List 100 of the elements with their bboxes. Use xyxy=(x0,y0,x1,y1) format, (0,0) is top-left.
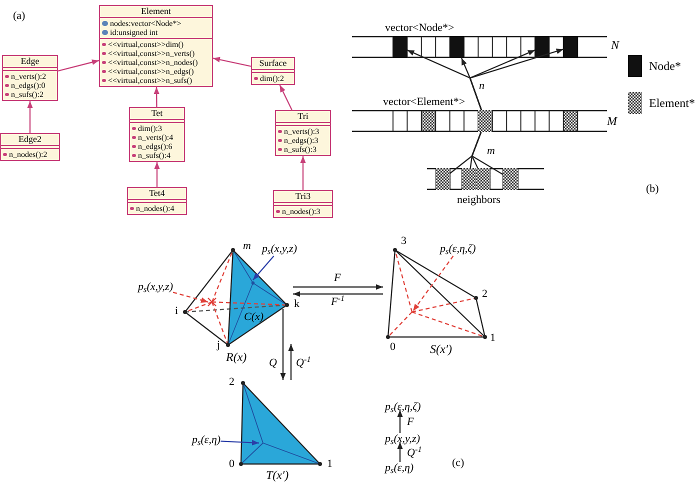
class-name: Tri3 xyxy=(274,191,332,203)
class-name: Surface xyxy=(252,58,294,70)
arrow xyxy=(293,284,383,290)
method-text: n_verts():2 xyxy=(11,72,46,81)
class-name: Edge2 xyxy=(1,134,59,146)
beside-label: M xyxy=(607,114,617,128)
point-label: p$_{s}$(x,y,z) xyxy=(138,281,173,294)
class-box xyxy=(273,190,333,218)
arrow xyxy=(252,256,274,280)
arrow xyxy=(154,87,160,107)
method-text: n_verts():4 xyxy=(138,133,174,142)
method-text: <<virtual,const>>dim() xyxy=(108,40,184,49)
point-label: p$_{s}$(x,y,z) xyxy=(262,243,297,256)
point-label: p$_{s}$(x,y,z) xyxy=(385,433,420,446)
beside-label: S(x′) xyxy=(430,342,452,356)
arrow xyxy=(154,162,160,187)
pointer-cell xyxy=(563,36,578,58)
point-label: p$_{s}$(ε,η,ζ) xyxy=(385,401,421,414)
method-text: dim():2 xyxy=(260,74,284,83)
drawing-label: m xyxy=(243,240,251,253)
drawing-label: 3 xyxy=(401,235,406,248)
arrow xyxy=(293,291,383,297)
arrow xyxy=(280,309,286,380)
class-name: Element xyxy=(100,6,212,18)
arrow xyxy=(172,292,208,303)
method-text: n_edgs():3 xyxy=(284,136,318,145)
edge-label: Q$^{-1}$ xyxy=(406,447,423,460)
point-label: p$_{s}$(ε,η) xyxy=(192,434,221,447)
class-box xyxy=(99,5,213,87)
arrow xyxy=(279,84,292,110)
arrow xyxy=(469,48,564,110)
beside-label: R(x) xyxy=(226,350,247,364)
method-text: n_sufs():3 xyxy=(284,145,316,154)
arrow xyxy=(397,410,403,433)
method-text: dim():3 xyxy=(138,124,162,133)
drawing-label: 0 xyxy=(229,458,234,471)
class-box xyxy=(2,55,58,101)
class-name: Tet xyxy=(130,108,184,120)
drawing-label: (b) xyxy=(646,183,659,196)
pointer-cell xyxy=(535,36,550,58)
arrow xyxy=(412,256,454,312)
point-label: p$_{s}$(ε,η,ζ) xyxy=(440,243,476,256)
arrow xyxy=(288,344,294,380)
arrow xyxy=(58,60,100,72)
drawing-label: 1 xyxy=(490,332,496,345)
method-text: n_nodes():4 xyxy=(136,204,174,213)
arrow xyxy=(397,442,403,462)
class-box xyxy=(129,107,185,162)
class-name: Tri xyxy=(276,111,330,123)
method-text: n_sufs():2 xyxy=(11,90,44,99)
attribute-text: nodes:vector<Node*> xyxy=(110,19,182,28)
pointer-cell xyxy=(503,168,518,190)
legend-label: Node* xyxy=(649,59,681,73)
tetrahedron-drawing xyxy=(238,380,325,467)
class-box xyxy=(251,57,295,85)
edge-label: Q xyxy=(268,357,278,370)
drawing-label: j xyxy=(217,339,220,352)
beside-label: T(x′) xyxy=(266,468,289,482)
method-text: <<virtual,const>>n_verts() xyxy=(108,49,195,58)
connector-line xyxy=(471,132,504,176)
drawing-label: 2 xyxy=(229,376,234,389)
method-text: n_verts():3 xyxy=(284,127,320,136)
point-label: p$_{s}$(ε,η) xyxy=(385,462,414,475)
legend-label: Element* xyxy=(649,96,695,110)
pointer-cell xyxy=(478,110,492,132)
method-text: <<virtual,const>>n_nodes() xyxy=(108,58,198,67)
pointer-cell xyxy=(436,168,450,190)
arrow xyxy=(300,156,306,190)
attribute-text: id:unsigned int xyxy=(110,28,158,37)
drawing-label: (a) xyxy=(13,10,26,23)
method-text: n_edgs():6 xyxy=(138,142,172,151)
class-name: Edge xyxy=(3,56,57,68)
arrow xyxy=(220,440,260,446)
drawing-label: 2 xyxy=(482,288,488,301)
pointer-cell xyxy=(393,36,408,58)
class-box xyxy=(127,187,187,215)
drawing-label: i xyxy=(175,305,178,318)
method-text: n_edgs():0 xyxy=(11,81,46,90)
arrow xyxy=(27,101,33,133)
drawing-label: 1 xyxy=(327,458,332,471)
pointer-cell xyxy=(450,36,464,58)
array-name: vector<Node*> xyxy=(385,22,454,35)
pointer-cell xyxy=(462,168,476,190)
pointer-cell xyxy=(476,168,490,190)
drawing-label: (c) xyxy=(452,457,464,470)
method-text: n_nodes():3 xyxy=(282,207,320,216)
class-box xyxy=(0,133,60,161)
array-name: neighbors xyxy=(457,194,500,207)
method-text: n_sufs():4 xyxy=(138,151,170,160)
edge-label: Q$^{-1}$ xyxy=(295,357,312,370)
method-text: n_nodes():2 xyxy=(9,150,48,159)
beside-label: N xyxy=(611,38,620,52)
class-name: Tet4 xyxy=(128,188,186,200)
class-box xyxy=(275,110,331,156)
method-text: <<virtual,const>>n_sufs() xyxy=(108,76,192,85)
array-name: vector<Element*> xyxy=(383,96,466,109)
drawing-label: C(x) xyxy=(244,311,264,324)
arrow xyxy=(212,56,252,67)
drawing-label: k xyxy=(294,298,300,311)
method-text: <<virtual,const>>n_edgs() xyxy=(108,67,194,76)
